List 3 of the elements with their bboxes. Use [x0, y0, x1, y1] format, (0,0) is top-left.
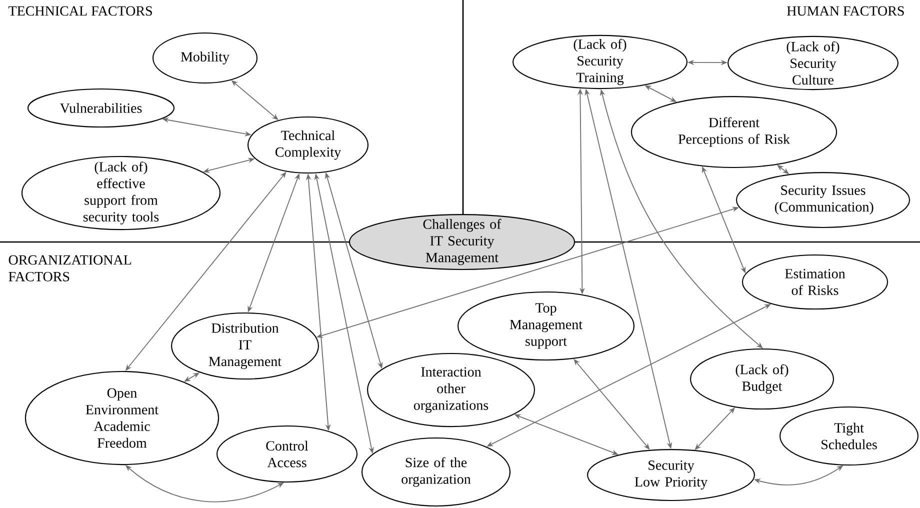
category-heading: TECHNICAL FACTORS: [8, 6, 152, 16]
category-heading: HUMAN FACTORS: [787, 6, 904, 16]
category-heading: ORGANIZATIONAL FACTORS: [8, 255, 132, 282]
